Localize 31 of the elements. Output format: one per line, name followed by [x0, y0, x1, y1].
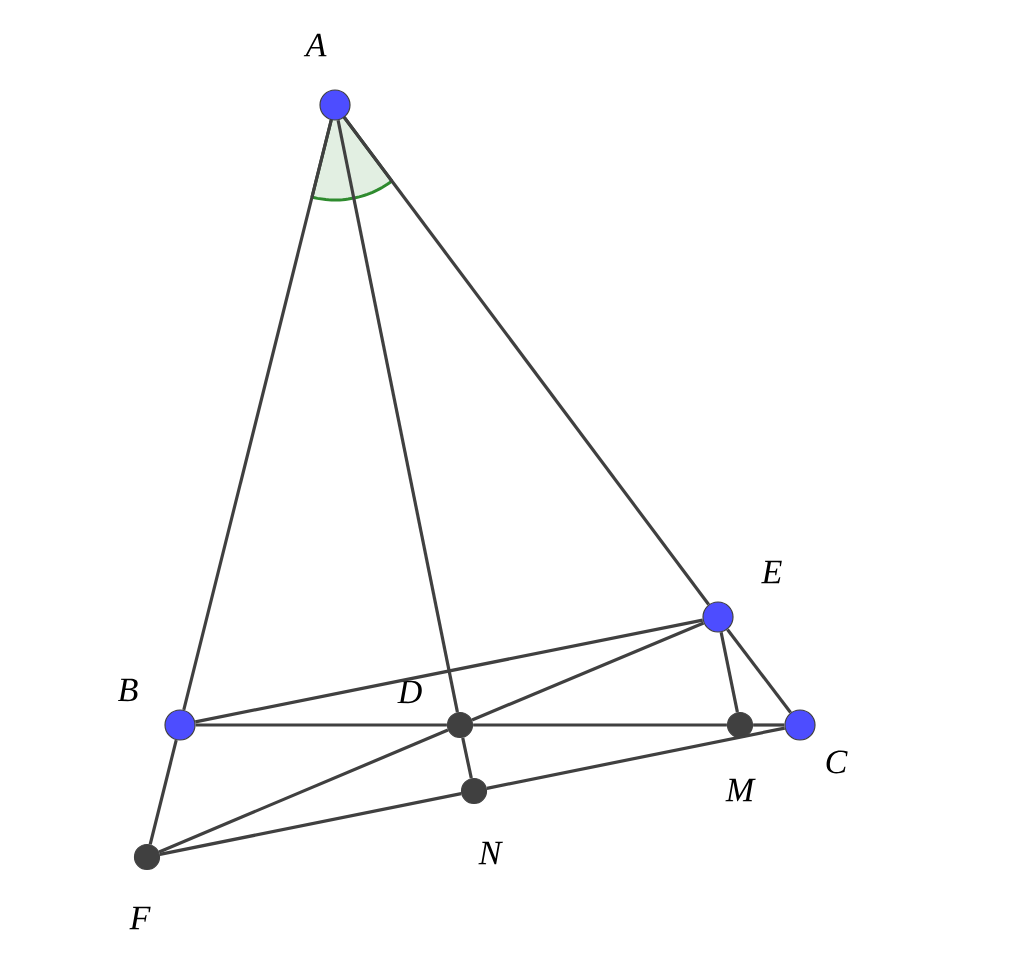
point-label: M: [725, 778, 756, 802]
point: [446, 711, 474, 739]
point-label: C: [826, 750, 848, 774]
line-segment: [343, 116, 710, 606]
line-segment: [195, 618, 704, 724]
point: [460, 777, 488, 805]
line-segment: [158, 728, 449, 854]
point: [319, 89, 351, 121]
line-segment: [473, 723, 727, 727]
line-segment: [471, 621, 705, 722]
line-segment: [486, 726, 786, 790]
point-label: N: [478, 841, 503, 865]
line-segment: [753, 723, 785, 727]
line-segment: [159, 792, 462, 856]
point: [133, 843, 161, 871]
point-label: D: [397, 680, 422, 704]
line-segment: [461, 737, 473, 779]
point-label: A: [303, 33, 327, 57]
line-segment: [195, 723, 447, 727]
point: [702, 601, 734, 633]
point-label: F: [129, 906, 151, 930]
point: [784, 709, 816, 741]
point: [164, 709, 196, 741]
line-segment: [336, 119, 459, 713]
line-segment: [719, 631, 739, 713]
line-segment: [182, 119, 333, 711]
point-label: E: [761, 560, 782, 584]
point: [726, 711, 754, 739]
line-segment: [148, 739, 178, 845]
point-label: B: [117, 678, 138, 702]
line-segment: [726, 628, 792, 714]
